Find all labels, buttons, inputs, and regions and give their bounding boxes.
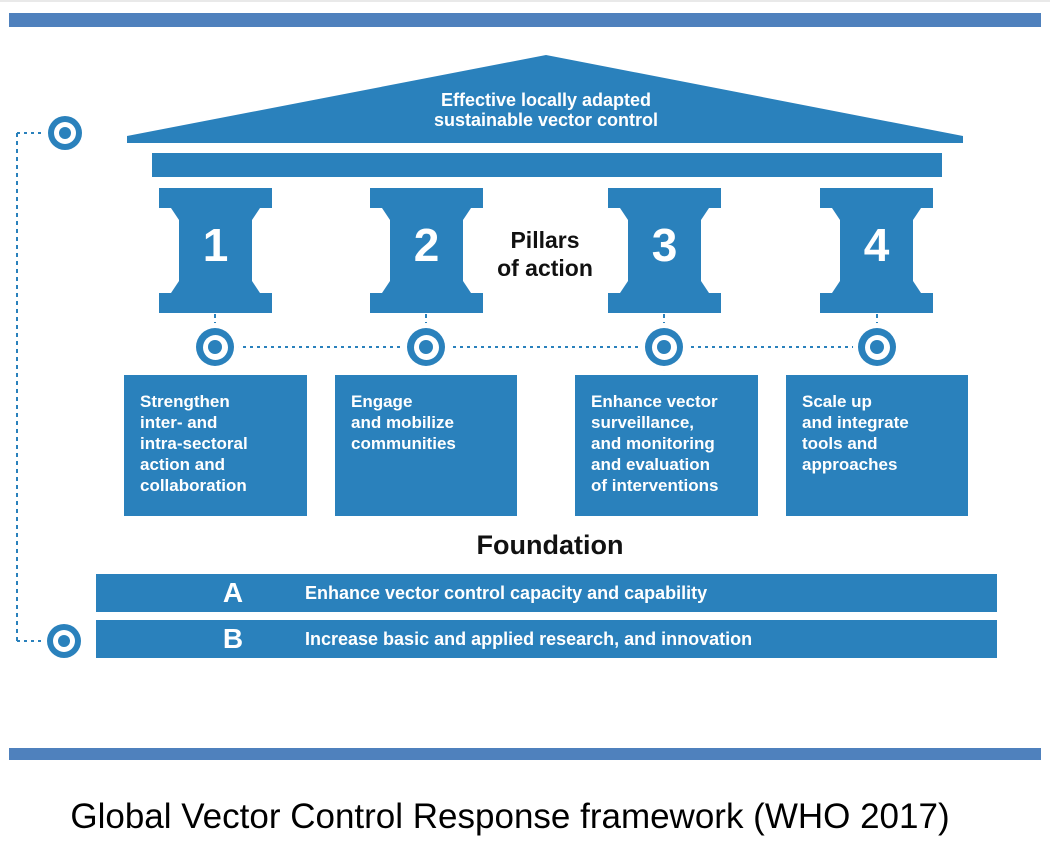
target-icon-dot [419,340,433,354]
pillar-number: 1 [202,219,229,271]
foundation-row-a: A Enhance vector control capacity and ca… [96,574,997,612]
foundation-row-b: B Increase basic and applied research, a… [96,620,997,658]
pillar-box-text: Scale up and integrate tools and approac… [802,392,909,474]
box-2-connector [425,367,427,376]
foundation-title: Foundation [476,530,624,560]
left-boundary-top-stub [17,132,47,134]
pillar-shape [370,188,483,313]
pillar-4: 4 [820,188,933,313]
left-boundary-bottom-stub [17,640,47,642]
pillar-box-text: Strengthen inter- and intra-sectoral act… [140,392,248,495]
pillar-box-1: Strengthen inter- and intra-sectoral act… [124,375,307,516]
target-icon-ring [413,334,439,360]
top-accent-bar [9,13,1041,27]
pillar-box-text: Engage and mobilize communities [351,392,456,453]
targets-dotted-line [215,346,877,348]
target-icon-dot [208,340,222,354]
foundation-text: Increase basic and applied research, and… [305,628,753,649]
pillar-box-text: Enhance vector surveillance, and monitor… [591,392,719,495]
target-icon-ring [54,122,76,144]
pillar-1: 1 [159,188,272,313]
target-icon [47,624,81,658]
left-boundary-dashed-line [16,133,18,641]
pillar-4-connector [876,314,878,327]
target-icon-dot [59,127,71,139]
pillar-box-4: Scale up and integrate tools and approac… [786,375,968,516]
box-3-connector [663,367,665,376]
foundation-text: Enhance vector control capacity and capa… [305,582,708,603]
target-icon-ring [651,334,677,360]
pillar-shape [820,188,933,313]
pillar-box-3: Enhance vector surveillance, and monitor… [575,375,758,516]
roof-label: Effective locally adapted sustainable ve… [433,90,659,130]
target-icon-dot [870,340,884,354]
box-4-connector [876,367,878,376]
target-icon [196,328,234,366]
pillar-number: 3 [651,219,678,271]
foundation-letter: A [222,577,244,608]
page-top-edge [0,0,1050,2]
entablature-beam [152,153,942,177]
foundation-letter: B [222,623,244,654]
figure-caption: Global Vector Control Response framework… [70,797,950,836]
roof-pediment [127,55,963,143]
pillar-shape [608,188,721,313]
pillar-2: 2 [370,188,483,313]
target-icon-ring [53,630,75,652]
pillar-shape [159,188,272,313]
pillar-3-connector [663,314,665,327]
target-icon-dot [657,340,671,354]
pillar-box-2: Engage and mobilize communities [335,375,517,516]
pillar-3: 3 [608,188,721,313]
pillar-2-connector [425,314,427,327]
pillars-of-action-label: Pillars of action [497,227,593,281]
bottom-accent-bar [9,748,1041,760]
target-icon-dot [58,635,70,647]
box-1-connector [214,367,216,376]
target-icon [407,328,445,366]
target-icon [645,328,683,366]
target-icon [858,328,896,366]
target-icon-ring [864,334,890,360]
pillar-1-connector [214,314,216,327]
pillar-number: 2 [413,219,440,271]
target-icon [48,116,82,150]
target-icon-ring [202,334,228,360]
pillar-number: 4 [863,219,890,271]
